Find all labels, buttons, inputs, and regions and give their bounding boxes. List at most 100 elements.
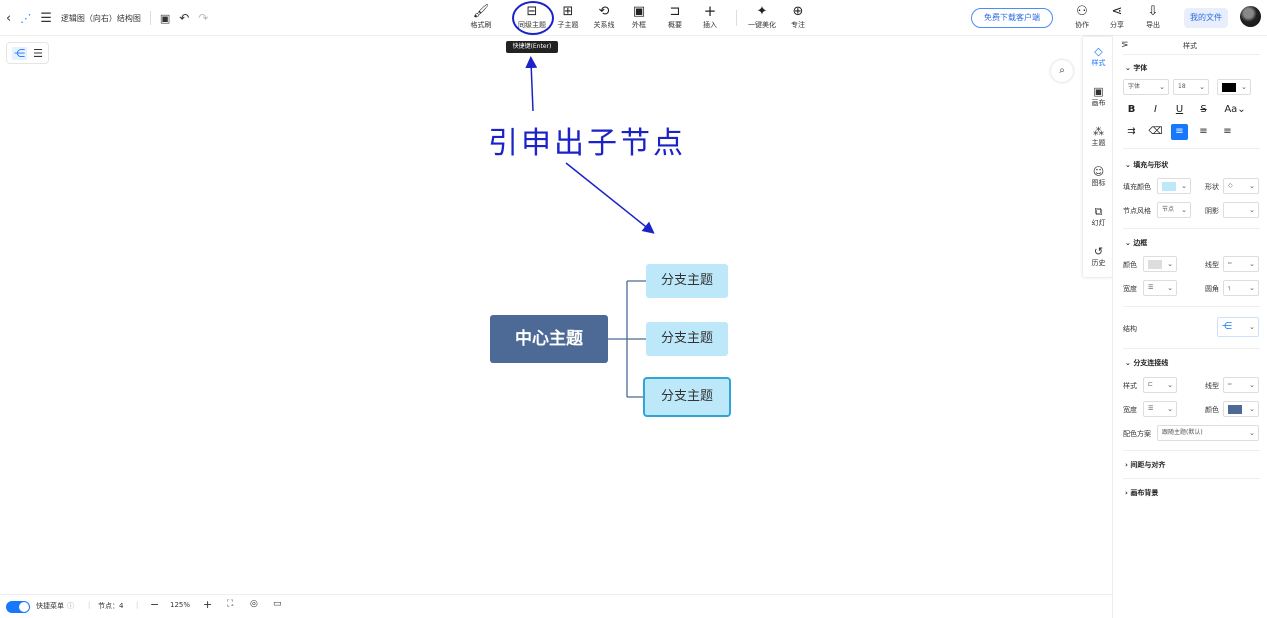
color-swatch — [1228, 405, 1242, 414]
view-toggle[interactable]: ⋲ ☰ — [6, 42, 49, 64]
collaborate-button[interactable]: ⚇ 协作 — [1064, 4, 1100, 30]
spacing-section-header[interactable]: › 间距与对齐 — [1125, 460, 1165, 470]
search-icon[interactable]: ⌕ — [1051, 60, 1073, 82]
border-corner-select[interactable]: ┐⌄ — [1223, 280, 1259, 296]
collapse-panel-icon[interactable]: ⋝ — [1121, 40, 1129, 50]
canvas-bg-section-header[interactable]: › 画布背景 — [1125, 488, 1158, 498]
align-left-icon[interactable]: ≡ — [1171, 124, 1188, 140]
shape-select[interactable]: ◇⌄ — [1223, 178, 1259, 194]
locate-icon[interactable]: ◎ — [250, 599, 258, 609]
font-section-header[interactable]: ⌄ 字体 — [1125, 63, 1147, 73]
undo-icon[interactable]: ↶ — [179, 11, 190, 25]
save-icon[interactable]: ▣ — [159, 11, 171, 25]
shortcut-tooltip: 快捷键(Enter) — [506, 41, 558, 53]
center-topic-node[interactable]: 中心主题 — [490, 315, 608, 363]
chevron-down-icon: ⌄ — [1125, 239, 1134, 247]
branch-width-select[interactable]: ☰⌄ — [1143, 401, 1177, 417]
tool-boundary[interactable]: ▣ 外框 — [621, 4, 657, 30]
tab-theme[interactable]: ⁂ 主题 — [1083, 125, 1114, 148]
text-case-button[interactable]: Aa⌄ — [1224, 104, 1246, 115]
mindmap-view-icon[interactable]: ⋲ — [12, 46, 28, 60]
branch-linetype-select[interactable]: ┅⌄ — [1223, 377, 1259, 393]
zoom-out-icon[interactable]: − — [150, 598, 160, 611]
align-center-icon[interactable]: ≡ — [1199, 126, 1208, 137]
node-style-select[interactable]: 节点⌄ — [1157, 202, 1191, 218]
zoom-level[interactable]: 125% — [170, 601, 191, 609]
tool-focus[interactable]: ⊕ 专注 — [780, 4, 816, 30]
help-icon[interactable]: ⓘ — [67, 602, 74, 610]
fill-color-select[interactable]: ⌄ — [1157, 178, 1191, 194]
redo-icon[interactable]: ↷ — [198, 11, 209, 25]
download-client-button[interactable]: 免费下载客户端 — [971, 8, 1053, 28]
tab-canvas[interactable]: ▣ 画布 — [1083, 85, 1114, 108]
avatar[interactable] — [1240, 6, 1261, 27]
color-scheme-select[interactable]: 跟随主题(默认)⌄ — [1157, 425, 1259, 441]
structure-select[interactable]: ⋲⌄ — [1217, 317, 1259, 337]
branch-color-select[interactable]: ⌄ — [1223, 401, 1259, 417]
menu-icon[interactable]: ☰ — [40, 10, 52, 26]
font-family-select[interactable]: 字体⌄ — [1123, 79, 1169, 95]
branch-style-select[interactable]: ⊏⌄ — [1143, 377, 1177, 393]
branch-topic-node-selected[interactable]: 分支主题 — [643, 377, 731, 417]
tab-slideshow[interactable]: ⧉ 幻灯 — [1083, 205, 1114, 228]
branch-topic-node[interactable]: 分支主题 — [646, 322, 728, 356]
tab-style[interactable]: ◇ 样式 — [1083, 45, 1114, 68]
border-color-select[interactable]: ⌄ — [1143, 256, 1177, 272]
chevron-down-icon: ⌄ — [1249, 206, 1255, 214]
align-right-icon[interactable]: ≡ — [1223, 126, 1232, 137]
border-section-header[interactable]: ⌄ 边框 — [1125, 238, 1147, 248]
wrap-text-icon[interactable]: ⇉ — [1127, 126, 1136, 137]
export-button[interactable]: ⇩ 导出 — [1135, 4, 1171, 30]
branch-width-label: 宽度 — [1123, 406, 1137, 414]
quick-menu-toggle[interactable] — [6, 601, 30, 613]
tool-label: 关系线 — [593, 21, 615, 29]
border-width-select[interactable]: ☰⌄ — [1143, 280, 1177, 296]
section-title: 间距与对齐 — [1130, 461, 1166, 469]
zoom-in-icon[interactable]: + — [203, 598, 213, 611]
underline-button[interactable]: U — [1175, 104, 1184, 115]
bold-button[interactable]: B — [1127, 104, 1136, 115]
border-linetype-select[interactable]: ┅⌄ — [1223, 256, 1259, 272]
branch-topic-node[interactable]: 分支主题 — [646, 264, 728, 298]
divider — [1123, 306, 1260, 307]
tool-label: 一键美化 — [748, 21, 776, 29]
style-panel: ⋝ 样式 ⌄ 字体 字体⌄ 18⌄ ⌄ B I U S Aa⌄ ⇉ ⌫ ≡ ≡ … — [1112, 36, 1267, 618]
my-files-button[interactable]: 我的文件 — [1184, 8, 1228, 28]
fullscreen-icon[interactable]: ⛶ — [227, 599, 234, 609]
tool-relation-line[interactable]: ⟲ 关系线 — [586, 4, 622, 30]
strikethrough-button[interactable]: S — [1200, 104, 1207, 115]
branch-color-label: 颜色 — [1205, 406, 1219, 414]
document-title[interactable]: 逻辑图（向右）结构图 — [60, 13, 141, 23]
font-color-select[interactable]: ⌄ — [1217, 79, 1251, 95]
chevron-down-icon: ⌄ — [1199, 83, 1205, 91]
color-scheme-label: 配色方案 — [1123, 430, 1151, 438]
tab-emoji[interactable]: ☺ 图标 — [1083, 165, 1114, 188]
tool-beautify[interactable]: ✦ 一键美化 — [744, 4, 780, 30]
share-button[interactable]: ⋖ 分享 — [1099, 4, 1135, 30]
chevron-down-icon: ⌄ — [1241, 83, 1247, 91]
minimap-icon[interactable]: ▭ — [273, 599, 282, 609]
tab-history[interactable]: ↺ 历史 — [1083, 245, 1114, 268]
divider — [1123, 450, 1260, 451]
fill-section-header[interactable]: ⌄ 填充与形状 — [1125, 160, 1168, 170]
toolbar-left: ‹ ⋰ ☰ 逻辑图（向右）结构图 ▣ ↶ ↷ — [6, 0, 208, 36]
italic-button[interactable]: I — [1154, 104, 1157, 115]
chevron-down-icon: ⌄ — [1181, 182, 1187, 190]
back-icon[interactable]: ‹ — [6, 10, 12, 26]
clear-format-icon[interactable]: ⌫ — [1148, 126, 1163, 137]
tool-label: 概要 — [668, 21, 682, 29]
font-size-select[interactable]: 18⌄ — [1173, 79, 1209, 95]
outline-view-icon[interactable]: ☰ — [33, 46, 43, 60]
branch-line-section-header[interactable]: ⌄ 分支连接线 — [1125, 358, 1168, 368]
tool-child-topic[interactable]: ⊞ 子主题 — [550, 4, 586, 30]
shadow-select[interactable]: ⌄ — [1223, 202, 1259, 218]
tool-summary[interactable]: ⊐ 概要 — [657, 4, 693, 30]
format-painter-icon: 🖌 — [472, 4, 490, 19]
tool-format-painter[interactable]: 🖌 格式刷 — [463, 4, 499, 30]
divider — [1123, 348, 1260, 349]
divider — [736, 10, 737, 26]
section-title: 边框 — [1133, 239, 1148, 247]
border-width-label: 宽度 — [1123, 285, 1137, 293]
tool-insert[interactable]: + 插入 — [692, 4, 728, 30]
